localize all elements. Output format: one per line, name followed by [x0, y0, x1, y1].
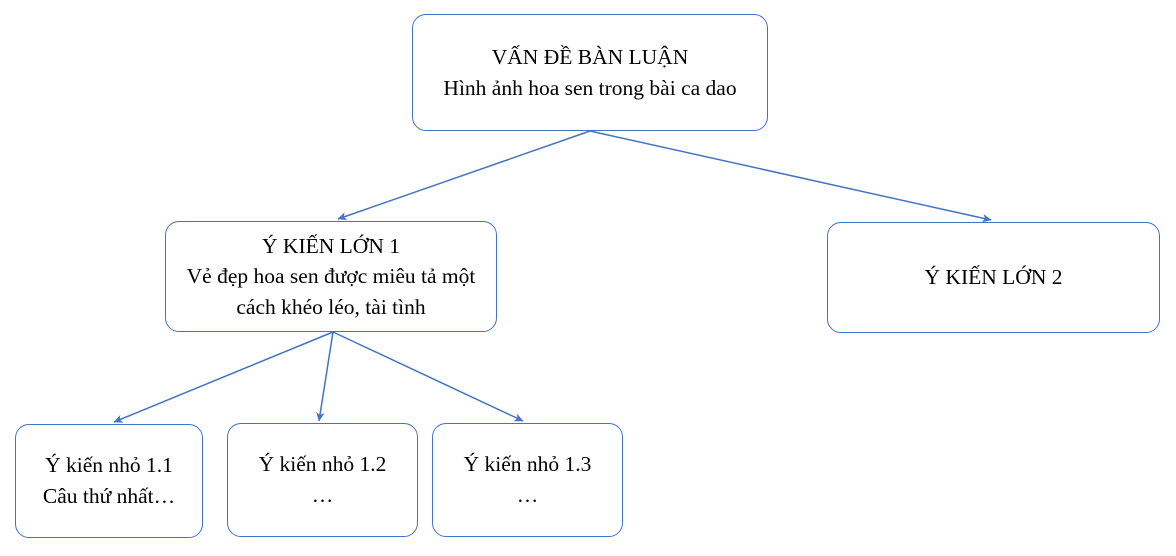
node-opinion-2-title: Ý KIẾN LỚN 2: [924, 265, 1063, 290]
node-opinion-1-subtitle: Vẻ đẹp hoa sen được miêu tả một cách khé…: [186, 264, 476, 319]
node-sub-opinion-1-1: Ý kiến nhỏ 1.1 Câu thứ nhất…: [15, 424, 203, 538]
edge-opinion1-sub3: [332, 331, 524, 422]
node-sub-opinion-1-3-subtitle: …: [516, 483, 539, 507]
edge-problem-opinion1: [337, 130, 591, 221]
edge-opinion1-sub2: [316, 331, 334, 422]
node-sub-opinion-1-2-subtitle: …: [311, 483, 334, 507]
node-sub-opinion-1-2: Ý kiến nhỏ 1.2 …: [227, 423, 418, 537]
node-sub-opinion-1-3: Ý kiến nhỏ 1.3 …: [432, 423, 623, 537]
node-sub-opinion-1-2-title: Ý kiến nhỏ 1.2: [258, 452, 387, 477]
node-problem-subtitle: Hình ảnh hoa sen trong bài ca dao: [443, 75, 737, 100]
node-problem: VẤN ĐỀ BÀN LUẬN Hình ảnh hoa sen trong b…: [412, 14, 768, 131]
edge-problem-opinion2: [589, 130, 992, 223]
node-sub-opinion-1-3-title: Ý kiến nhỏ 1.3: [463, 452, 592, 477]
edge-opinion1-sub1: [113, 331, 334, 423]
node-opinion-1: Ý KIẾN LỚN 1 Vẻ đẹp hoa sen được miêu tả…: [165, 221, 497, 332]
node-sub-opinion-1-1-subtitle: Câu thứ nhất…: [42, 484, 176, 508]
node-opinion-2: Ý KIẾN LỚN 2: [827, 222, 1160, 333]
node-opinion-1-title: Ý KIẾN LỚN 1: [262, 233, 400, 258]
node-sub-opinion-1-1-title: Ý kiến nhỏ 1.1: [45, 453, 173, 478]
node-problem-title: VẤN ĐỀ BÀN LUẬN: [491, 44, 689, 69]
